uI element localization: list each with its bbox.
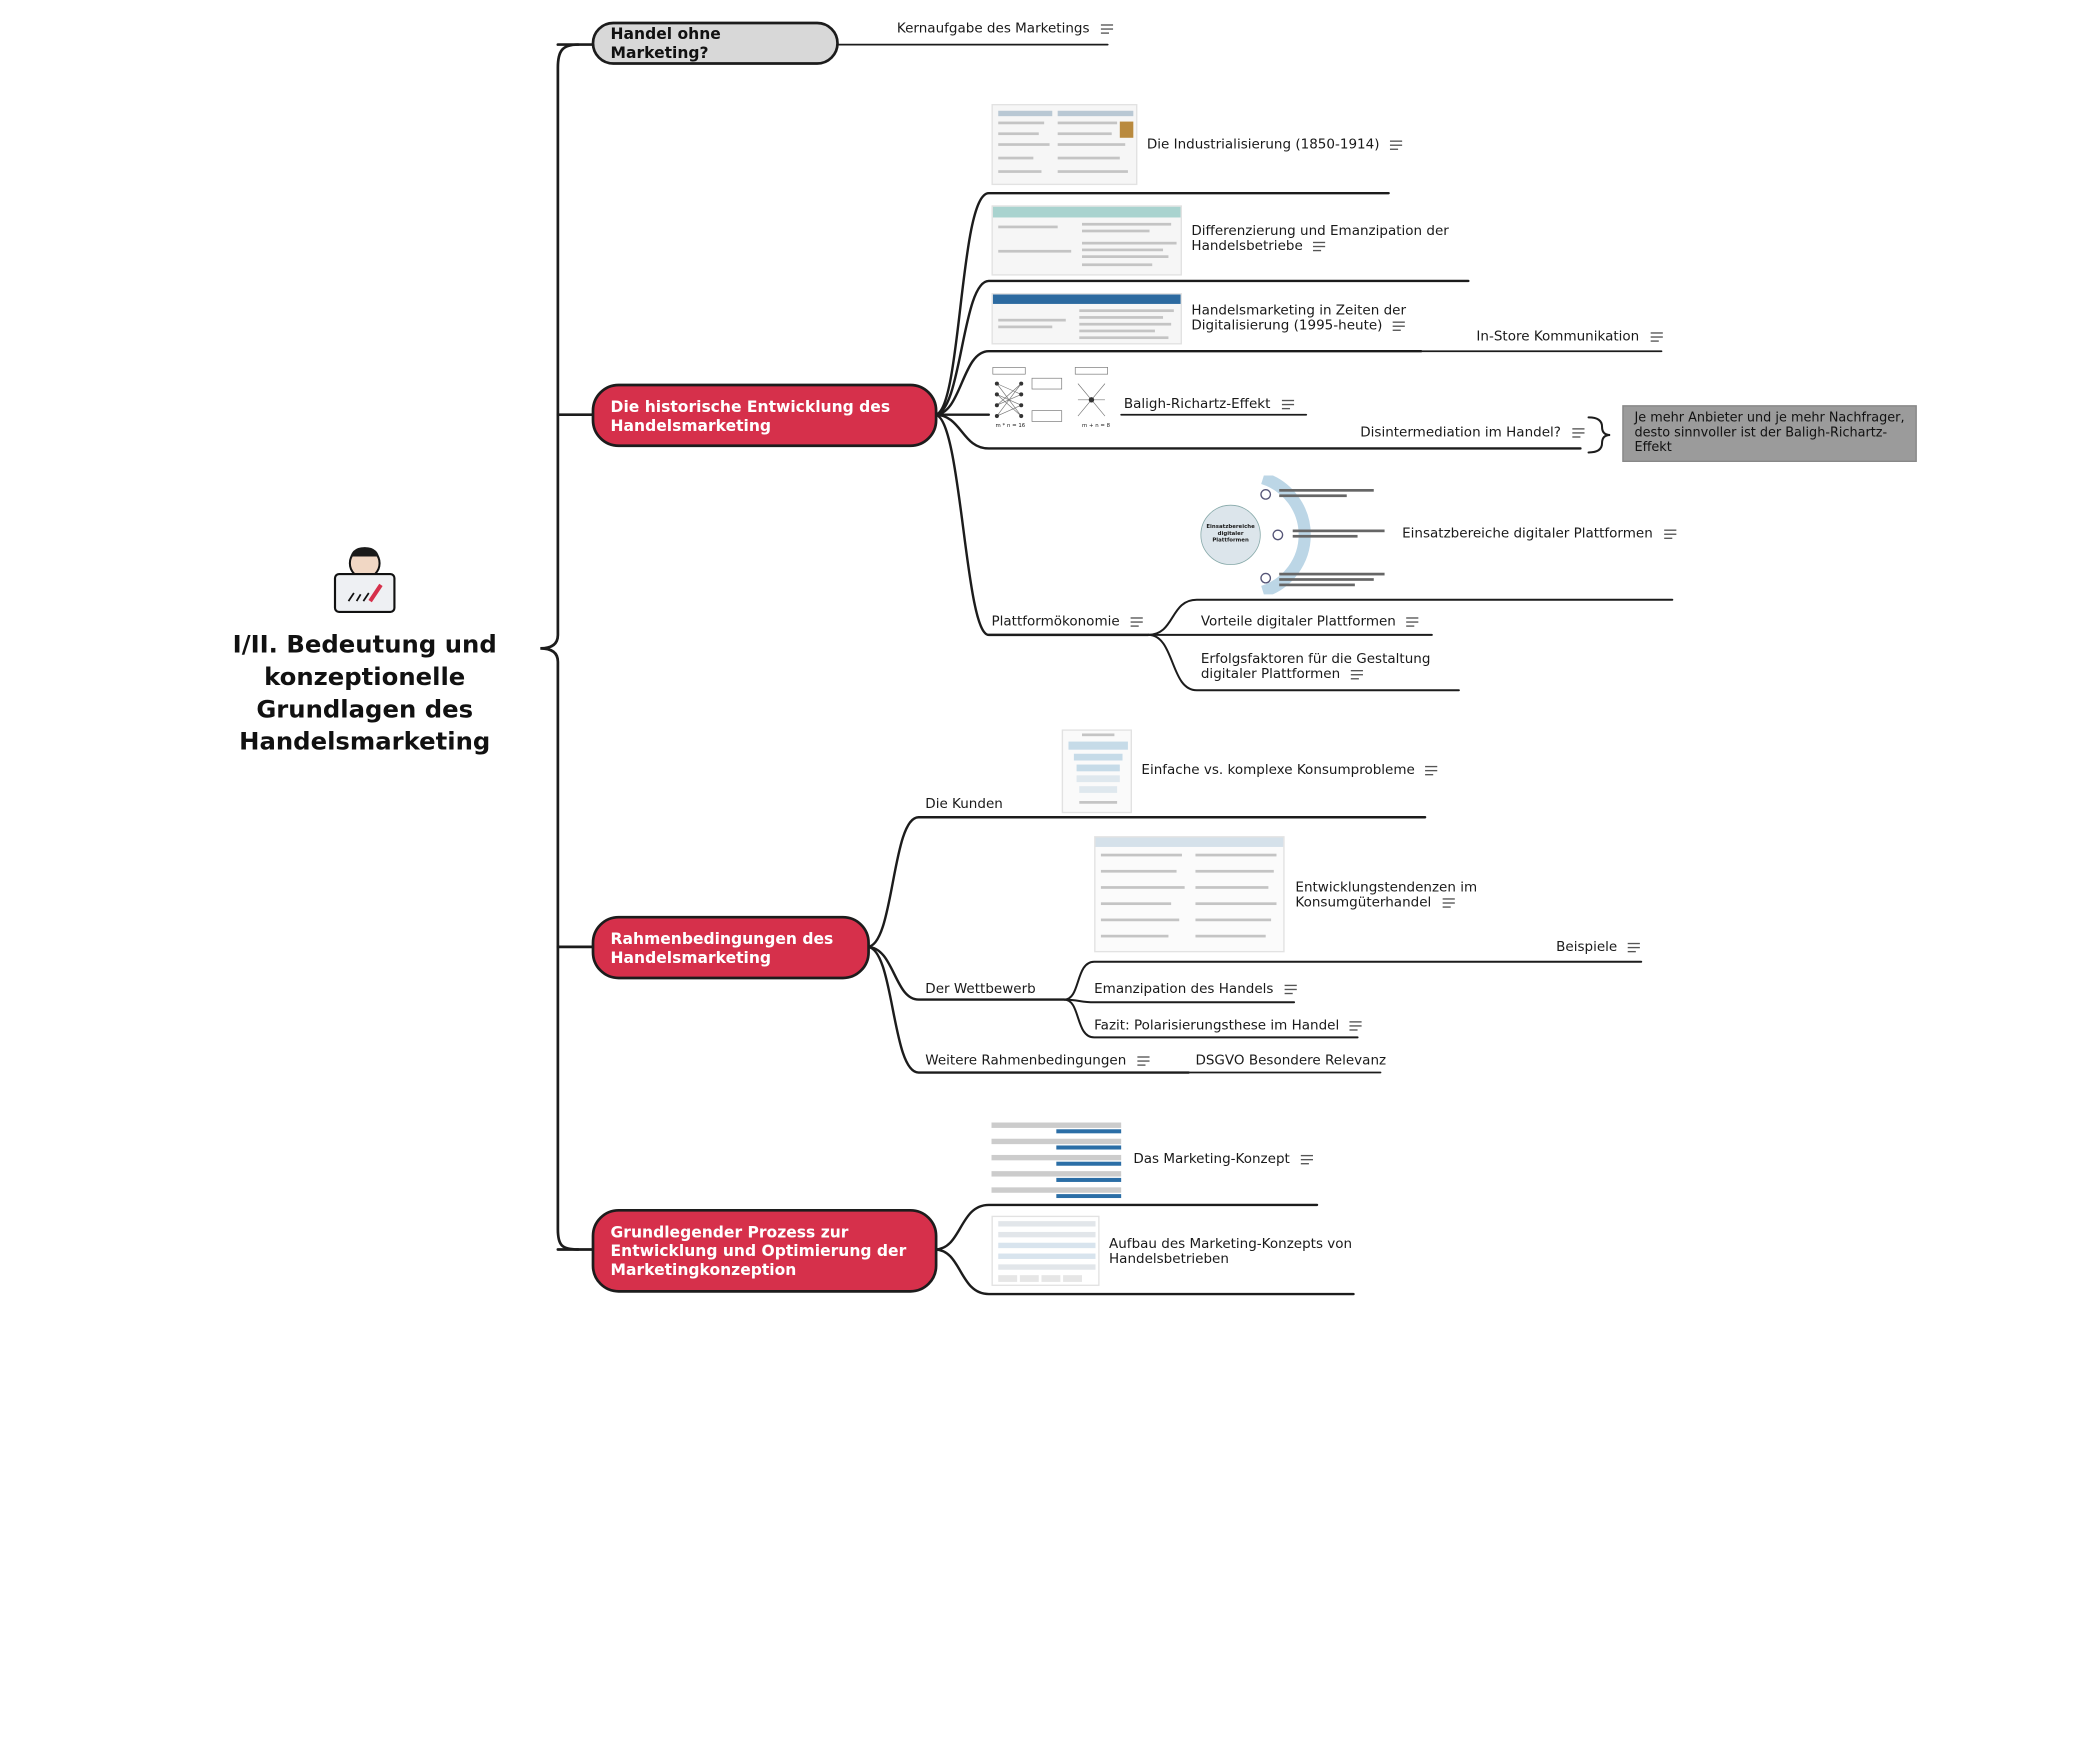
note-icon[interactable] (1393, 320, 1406, 331)
note-icon[interactable] (1130, 616, 1143, 627)
note-icon[interactable] (1650, 331, 1663, 342)
note-icon[interactable] (1137, 1055, 1150, 1066)
callout-baligh-note[interactable]: Je mehr Anbieter und je mehr Nachfrager,… (1622, 405, 1917, 462)
subtopic-einsatzbereiche[interactable]: Einsatzbereiche digitaler Plattformen (1402, 527, 1676, 542)
note-icon[interactable] (1350, 669, 1364, 679)
connector-lines (540, 43, 1674, 1296)
note-icon[interactable] (1100, 23, 1113, 34)
note-icon[interactable] (1281, 399, 1294, 409)
note-icon[interactable] (1300, 1154, 1313, 1164)
wettbewerb-link-entwicklung (1063, 960, 1643, 1001)
subtopic-digitalisierung[interactable]: Handelsmarketing in Zeiten der Digitalis… (1191, 303, 1407, 334)
subtopic-marketing-konzept[interactable]: Das Marketing-Konzept (1133, 1152, 1313, 1167)
subtopic-beispiele[interactable]: Beispiele (1556, 940, 1641, 955)
subtopic-in-store-kommunikation[interactable]: In-Store Kommunikation (1476, 330, 1663, 344)
baligh-right-formula: m + n = 8 (1081, 421, 1111, 429)
subtopic-industrialisierung[interactable]: Die Industrialisierung (1850-1914) (1147, 138, 1403, 153)
subtopic-differenzierung[interactable]: Differenzierung und Emanzipation der Han… (1191, 224, 1449, 254)
hist-link-digitalisierung (933, 349, 1423, 416)
subtopic-disintermediation[interactable]: Disintermediation im Handel? (1360, 426, 1584, 440)
hist-link-differenzierung (933, 279, 1470, 416)
thumbnail-aufbau-diagram[interactable] (991, 1215, 1100, 1286)
subtopic-vorteile[interactable]: Vorteile digitaler Plattformen (1201, 615, 1419, 629)
subtopic-die-kunden[interactable]: Die Kunden (925, 796, 1003, 812)
thumbnail-einsatzbereiche-diagram[interactable] (1198, 475, 1395, 595)
note-icon[interactable] (1442, 897, 1455, 908)
note-icon[interactable] (1390, 139, 1403, 150)
topic-grundlegender-prozess[interactable]: Grundlegender Prozess zur Entwicklung un… (591, 1208, 938, 1293)
note-icon[interactable] (1628, 942, 1641, 952)
thumbnail-digitalisierung-table[interactable] (991, 293, 1182, 345)
note-icon[interactable] (1406, 616, 1419, 627)
subtopic-konsumprobleme[interactable]: Einfache vs. komplexe Konsumprobleme (1141, 763, 1438, 778)
rahmen-link-weitere (865, 945, 1190, 1074)
subtopic-polarisierungsthese[interactable]: Fazit: Polarisierungsthese im Handel (1094, 1019, 1363, 1033)
note-icon[interactable] (1313, 241, 1326, 251)
plattform-link-einsatz (1147, 598, 1674, 636)
callout-brace (1587, 416, 1611, 454)
note-icon[interactable] (1663, 528, 1676, 539)
note-icon[interactable] (1350, 1020, 1363, 1030)
thumbnail-differenzierung-table[interactable] (991, 205, 1182, 276)
note-icon[interactable] (1571, 427, 1584, 437)
person-at-laptop-icon (333, 547, 396, 613)
topic-rahmenbedingungen[interactable]: Rahmenbedingungen des Handelsmarketing (591, 915, 870, 980)
thumbnail-entwicklungstendenzen-table[interactable] (1094, 836, 1285, 953)
subtopic-baligh-richartz[interactable]: Baligh-Richartz-Effekt (1124, 397, 1294, 412)
hist-link-industrialisierung (933, 191, 1390, 416)
wettbewerb-link-emanzipation (1063, 998, 1296, 1004)
subtopic-weitere-rahmenbedingungen[interactable]: Weitere Rahmenbedingungen (925, 1054, 1150, 1068)
hist-link-plattform (933, 413, 1150, 637)
note-icon[interactable] (1425, 765, 1438, 775)
root-bracket (540, 43, 580, 1251)
thumbnail-marketing-konzept-steps[interactable] (991, 1119, 1124, 1199)
plattform-link-erfolg (1147, 633, 1460, 692)
prozess-link-konzept (933, 1203, 1319, 1251)
subtopic-aufbau[interactable]: Aufbau des Marketing-Konzepts von Handel… (1109, 1237, 1353, 1268)
subtopic-plattformoekonomie[interactable]: Plattformökonomie (991, 615, 1143, 629)
subtopic-dsgvo[interactable]: DSGVO Besondere Relevanz (1195, 1053, 1387, 1069)
hist-link-disintermediation (933, 413, 1582, 450)
subtopic-emanzipation[interactable]: Emanzipation des Handels (1094, 982, 1297, 997)
rahmen-link-kunden (865, 816, 1427, 949)
topic-handel-ohne-marketing[interactable]: Handel ohne Marketing? (591, 21, 839, 65)
subtopic-der-wettbewerb[interactable]: Der Wettbewerb (925, 982, 1036, 997)
topic-historische-entwicklung[interactable]: Die historische Entwicklung des Handelsm… (591, 383, 938, 448)
baligh-left-formula: m * n = 16 (995, 421, 1026, 429)
subtopic-erfolgsfaktoren[interactable]: Erfolgsfaktoren für die Gestaltung digit… (1200, 652, 1431, 683)
subtopic-entwicklungstendenzen[interactable]: Entwicklungstendenzen im Konsumgüterhand… (1295, 880, 1478, 911)
wettbewerb-link-fazit (1063, 998, 1359, 1039)
thumbnail-baligh-diagram[interactable] (991, 365, 1115, 443)
note-icon[interactable] (1284, 984, 1297, 994)
einsatz-diagram-title: Einsatzbereiche digitaler Plattformen (1206, 522, 1255, 544)
subtopic-kernaufgabe[interactable]: Kernaufgabe des Marketings (897, 22, 1113, 36)
rahmen-link-wettbewerb (865, 945, 1066, 1001)
root-topic[interactable]: I/II. Bedeutung und konzeptionelle Grund… (232, 630, 497, 757)
thumbnail-konsumprobleme-flow[interactable] (1061, 729, 1132, 814)
prozess-link-aufbau (933, 1248, 1355, 1296)
thumbnail-industrialisierung-table[interactable] (991, 104, 1138, 186)
